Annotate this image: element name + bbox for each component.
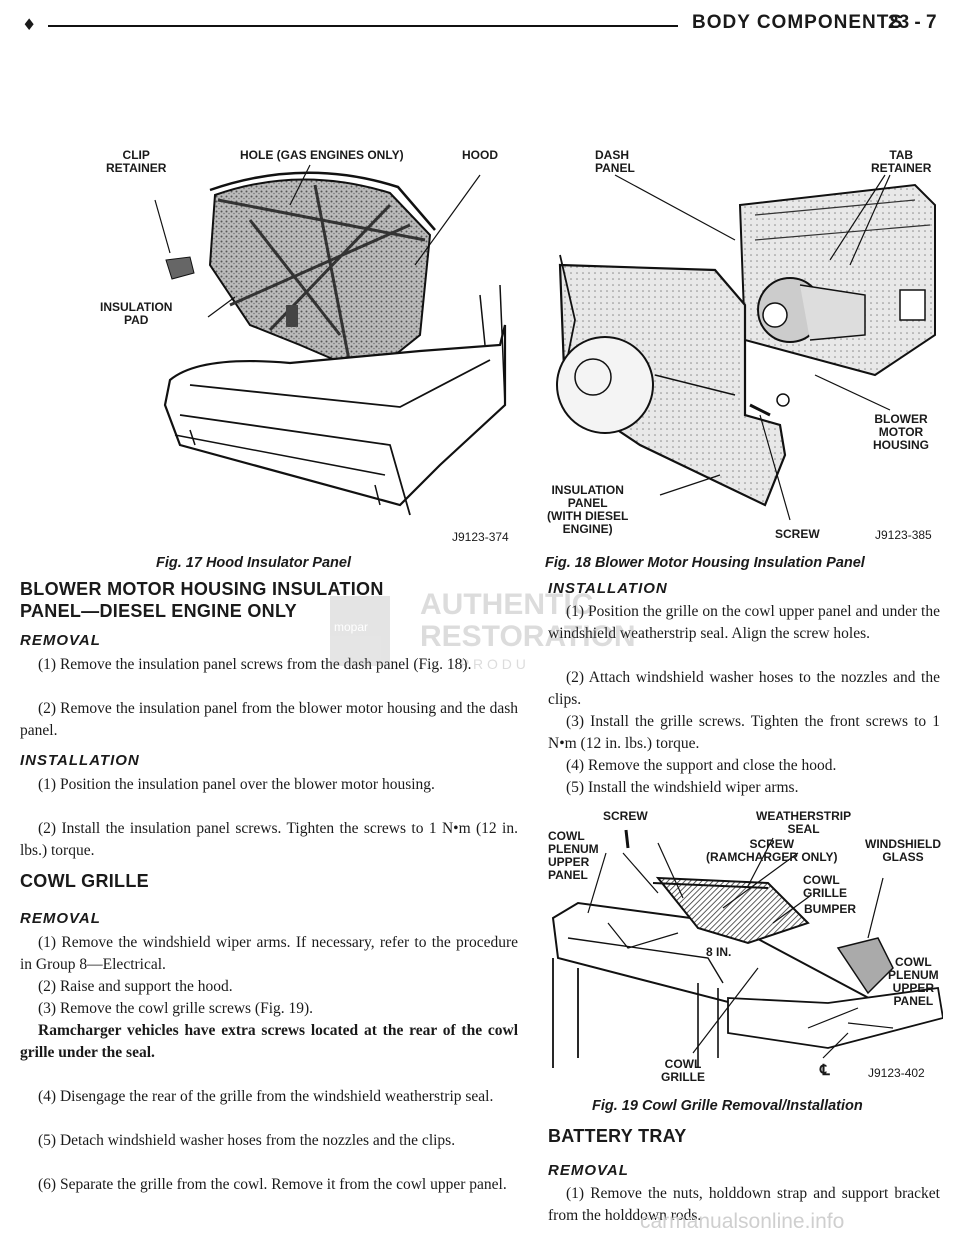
section-title-battery-tray: BATTERY TRAY — [548, 1126, 687, 1146]
step-text: (4) Disengage the rear of the grille fro… — [38, 1088, 494, 1105]
watermark-line3: P R O D U — [460, 656, 526, 672]
label-blower-housing: BLOWER MOTOR HOUSING — [873, 412, 930, 452]
watermark-badge: mopar — [330, 596, 390, 666]
step-text: (2) Raise and support the hood. — [38, 978, 233, 995]
label-hole: HOLE (GAS ENGINES ONLY) — [240, 148, 404, 162]
figure-17-caption: Fig. 17 Hood Insulator Panel — [156, 555, 351, 571]
label-8-in: 8 IN. — [706, 945, 732, 959]
step-text: (6) Separate the grille from the cowl. R… — [38, 1176, 507, 1193]
label-windshield-glass: WINDSHIELD GLASS — [865, 837, 941, 864]
label-screw: SCREW — [775, 527, 820, 541]
label-weatherstrip: WEATHERSTRIP SEAL — [756, 809, 852, 836]
installation-heading: INSTALLATION — [20, 752, 140, 769]
footer-watermark: carmanualsonline.info — [640, 1210, 845, 1233]
figure-code: J9123-402 — [868, 1066, 925, 1080]
step-text: (5) Install the windshield wiper arms. — [566, 779, 799, 796]
hood-insulator-illustration — [154, 164, 507, 516]
label-cowl-grille-lower: COWL GRILLE — [661, 1057, 705, 1084]
step-text: (1) Remove the windshield wiper arms. If… — [20, 934, 518, 973]
removal-heading: REMOVAL — [20, 910, 101, 927]
page-header: ♦ BODY COMPONENTS 23 - 7 — [0, 0, 960, 46]
cowl-grille-illustration — [551, 829, 943, 1068]
installation-heading: INSTALLATION — [548, 580, 668, 597]
removal-heading: REMOVAL — [548, 1162, 629, 1179]
watermark-line1: AUTHENTIC — [420, 588, 594, 621]
watermark-logo: mopar AUTHENTIC RESTORATION P R O D U — [300, 580, 636, 680]
label-screw: SCREW — [603, 809, 648, 823]
blower-motor-illustration — [556, 174, 936, 521]
label-tab-retainer: TAB RETAINER — [871, 148, 932, 175]
label-cowl-plenum: COWL PLENUM UPPER PANEL — [548, 829, 599, 882]
label-dash-panel: DASH PANEL — [595, 148, 635, 175]
label-insulation-pad: INSULATION PAD — [100, 300, 173, 327]
step-text: (1) Remove the nuts, holddown strap and … — [548, 1185, 940, 1224]
step-text: (5) Detach windshield washer hoses from … — [38, 1132, 456, 1149]
warning-text: Ramcharger vehicles have extra screws lo… — [20, 1022, 518, 1061]
step-text: (3) Install the grille screws. Tighten t… — [548, 713, 940, 752]
figure-18-caption: Fig. 18 Blower Motor Housing Insulation … — [545, 555, 865, 571]
label-clip-retainer: CLIP RETAINER — [106, 148, 167, 175]
label-cowl-plenum-lower: COWL PLENUM UPPER PANEL — [888, 955, 939, 1008]
step-text: (2) Install the insulation panel screws.… — [20, 820, 518, 859]
page-number: 23 - 7 — [888, 12, 937, 33]
label-insulation-panel: INSULATION PANEL (WITH DIESEL ENGINE) — [547, 483, 629, 536]
page-section-title: BODY COMPONENTS — [692, 12, 904, 33]
figure-19: SCREW WEATHERSTRIP SEAL COWL PLENUM UPPE… — [548, 808, 943, 1088]
section-title-blower-insulation: BLOWER MOTOR HOUSING INSULATION PANEL—DI… — [20, 579, 384, 621]
label-screw-ramcharger: SCREW (RAMCHARGER ONLY) — [706, 837, 838, 864]
label-bumper: BUMPER — [804, 902, 857, 916]
bullet-icon: ♦ — [22, 15, 37, 34]
figure-19-caption: Fig. 19 Cowl Grille Removal/Installation — [592, 1098, 863, 1114]
step-text: (3) Remove the cowl grille screws (Fig. … — [38, 1000, 314, 1017]
figure-code: J9123-374 — [452, 530, 509, 544]
figure-18: DASH PANEL TAB RETAINER BLOWER MOTOR HOU… — [545, 145, 945, 545]
section-title-cowl-grille: COWL GRILLE — [20, 871, 149, 891]
step-text: (1) Position the grille on the cowl uppe… — [548, 603, 940, 642]
label-cowl-grille: COWL GRILLE — [803, 873, 847, 900]
header-rule — [48, 25, 678, 27]
removal-heading: REMOVAL — [20, 632, 101, 649]
label-centerline: ℄ — [820, 1062, 830, 1079]
label-hood: HOOD — [462, 148, 498, 162]
step-text: (2) Attach windshield washer hoses to th… — [548, 669, 940, 708]
step-text: (1) Position the insulation panel over t… — [38, 776, 435, 793]
watermark-badge-text: mopar — [334, 620, 369, 634]
figure-17: CLIP RETAINER HOLE (GAS ENGINES ONLY) HO… — [100, 145, 530, 545]
step-text: (4) Remove the support and close the hoo… — [566, 757, 837, 774]
step-text: (2) Remove the insulation panel from the… — [20, 700, 518, 739]
watermark-line2: RESTORATION — [420, 620, 636, 653]
step-text: (1) Remove the insulation panel screws f… — [38, 656, 472, 673]
figure-code: J9123-385 — [875, 528, 932, 542]
